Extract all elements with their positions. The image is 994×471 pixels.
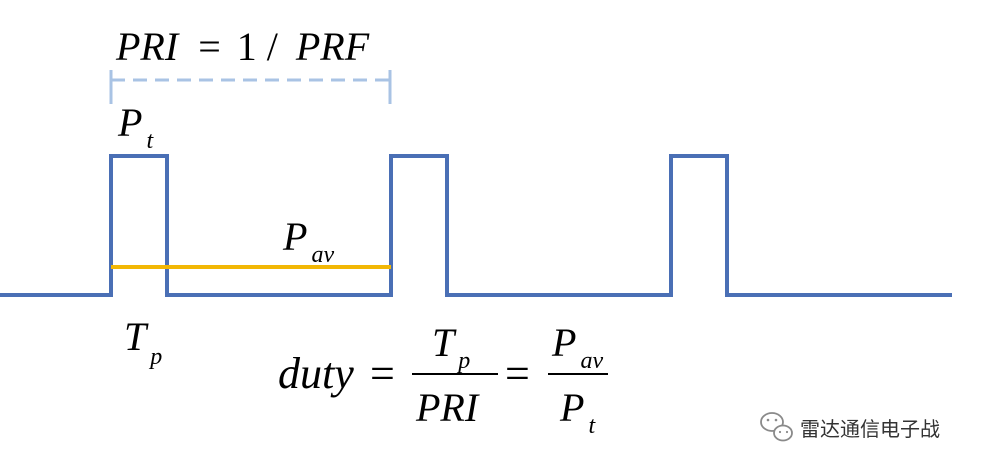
- watermark: 雷达通信电子战: [760, 412, 940, 442]
- duty-eq-1: =: [370, 349, 395, 398]
- duty-lhs: duty: [278, 349, 354, 398]
- duty-frac1-numerator: T p: [432, 320, 470, 374]
- duty-frac1-denominator: PRI: [415, 385, 480, 430]
- peak-power-label: P t: [117, 100, 154, 154]
- pri-formula: PRI = 1 / PRF: [115, 24, 370, 69]
- duty-formula: duty = T p PRI = P av P t: [278, 320, 608, 439]
- watermark-text: 雷达通信电子战: [800, 417, 940, 441]
- pulse-train-waveform: [0, 154, 952, 297]
- pulse-width-label: T p: [124, 314, 162, 370]
- duty-frac2-denominator: P t: [559, 385, 596, 439]
- average-power-label: P av: [282, 214, 334, 268]
- duty-eq-2: =: [505, 349, 530, 398]
- duty-frac2-numerator: P av: [551, 320, 603, 374]
- pri-bracket: [109, 70, 392, 104]
- wechat-icon: [760, 412, 793, 442]
